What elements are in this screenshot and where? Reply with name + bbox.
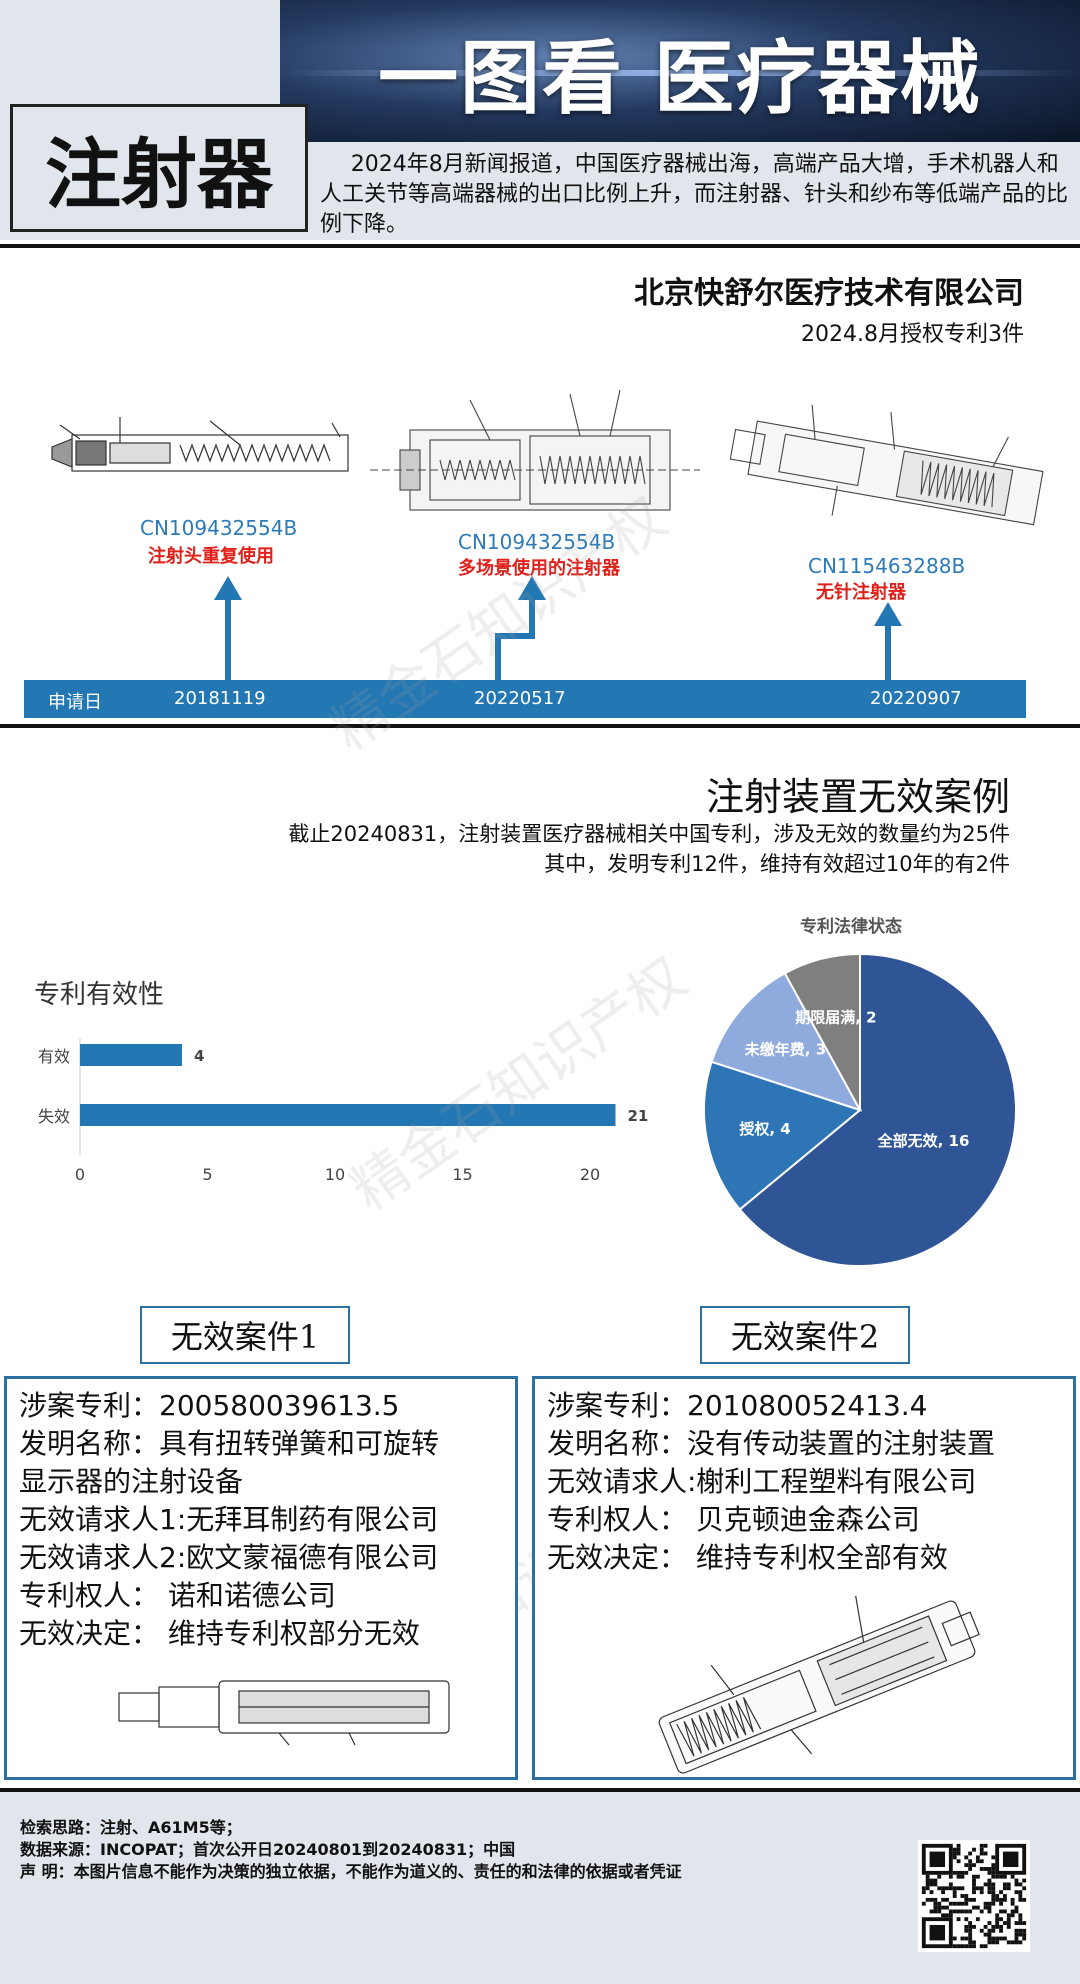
case-1-box: 涉案专利：200580039613.5 发明名称：具有扭转弹簧和可旋转 显示器的…	[4, 1376, 518, 1780]
timeline-date-1: 20181119	[174, 688, 266, 709]
case-2-label: 无效案件2	[700, 1306, 910, 1364]
patent-title-1: 注射头重复使用	[148, 546, 274, 567]
bar-value-label: 21	[628, 1107, 649, 1125]
x-tick-label: 5	[202, 1165, 212, 1184]
patent-title-3: 无针注射器	[816, 582, 906, 603]
company-name: 北京快舒尔医疗技术有限公司	[634, 276, 1024, 311]
invalidation-title: 注射装置无效案例	[705, 775, 1010, 819]
pie-slice	[710, 971, 863, 1112]
case-1-line: 无效请求人1:无拜耳制药有限公司	[19, 1503, 439, 1536]
bar-chart-title: 专利有效性	[34, 980, 165, 1010]
footer-data-source: 数据来源：INCOPAT；首次公开日20240801到20240831；中国	[20, 1840, 516, 1859]
timeline-bar	[24, 680, 1026, 718]
case-1-line: 专利权人： 诺和诺德公司	[19, 1579, 336, 1612]
bar-chart: 有效 4 失效 21 0 5 10 15 20	[38, 1038, 649, 1184]
pie-slice	[738, 952, 1017, 1267]
case-1-line: 无效请求人2:欧文蒙福德有限公司	[19, 1541, 439, 1574]
header-description: 2024年8月新闻报道，中国医疗器械出海，高端产品大增，手术机器人和人工关节等高…	[320, 152, 1069, 237]
case-2-drawing	[658, 1595, 980, 1774]
case-1-line: 发明名称：具有扭转弹簧和可旋转	[19, 1427, 440, 1460]
category-box: 注射器	[10, 104, 308, 232]
timeline-date-2: 20220517	[474, 688, 566, 709]
pie-slice-label: 全部无效, 16	[877, 1132, 970, 1150]
case-1-drawing	[118, 1680, 450, 1746]
pie-slice	[703, 1060, 863, 1211]
divider	[0, 244, 1080, 248]
patent-drawing-2	[370, 389, 700, 511]
x-tick-label: 15	[452, 1165, 472, 1184]
invalidation-summary-1: 截止20240831，注射装置医疗器械相关中国专利，涉及无效的数量约为25件	[288, 822, 1010, 846]
patent-number-3: CN115463288B	[808, 554, 966, 578]
x-tick-label: 20	[580, 1165, 600, 1184]
banner-title: 一图看 医疗器械	[378, 32, 982, 125]
x-tick-label: 0	[75, 1165, 85, 1184]
patent-drawing-3	[729, 405, 1044, 526]
divider	[0, 1788, 1080, 1792]
invalidation-summary-2: 其中，发明专利12件，维持有效超过10年的有2件	[544, 852, 1010, 876]
bar-category-label: 失效	[38, 1107, 70, 1126]
case-2-box: 涉案专利：201080052413.4 发明名称：没有传动装置的注射装置 无效请…	[532, 1376, 1076, 1780]
patent-drawing-1	[51, 417, 349, 472]
pie-slice-label: 未缴年费, 3	[744, 1040, 826, 1058]
case-2-line: 专利权人： 贝克顿迪金森公司	[547, 1503, 920, 1536]
timeline-arrows	[214, 576, 902, 680]
pie-chart: 全部无效, 16 授权, 4 未缴年费, 3 期限届满, 2	[703, 952, 1017, 1267]
qr-code-icon[interactable]	[918, 1840, 1030, 1952]
header-banner-image	[280, 0, 1080, 142]
divider	[0, 724, 1080, 728]
case-1-line: 涉案专利：200580039613.5	[19, 1389, 400, 1422]
patent-number-1: CN109432554B	[140, 516, 298, 540]
footer-disclaimer: 声 明：本图片信息不能作为决策的独立依据，不能作为道义的、责任的和法律的依据或者…	[20, 1862, 682, 1881]
pie-slice-label: 授权, 4	[739, 1120, 790, 1138]
bar	[80, 1044, 182, 1066]
timeline-label: 申请日	[48, 692, 102, 713]
case-1-label: 无效案件1	[140, 1306, 350, 1364]
category-title: 注射器	[45, 130, 273, 219]
case-2-line: 无效决定： 维持专利权全部有效	[547, 1541, 948, 1574]
timeline-date-3: 20220907	[870, 688, 962, 709]
pie-slice-label: 期限届满, 2	[795, 1008, 876, 1026]
case-2-line: 发明名称：没有传动装置的注射装置	[547, 1427, 996, 1460]
bar-value-label: 4	[194, 1047, 204, 1065]
case-2-line: 无效请求人:榭利工程塑料有限公司	[547, 1465, 977, 1498]
case-1-line: 无效决定： 维持专利权部分无效	[19, 1617, 420, 1650]
pie-chart-title: 专利法律状态	[800, 917, 902, 937]
case-1-line: 显示器的注射设备	[19, 1465, 244, 1498]
case-2-line: 涉案专利：201080052413.4	[547, 1389, 928, 1422]
patent-title-2: 多场景使用的注射器	[458, 558, 620, 579]
pie-slice	[783, 952, 861, 1111]
footer-search-method: 检索思路：注射、A61M5等；	[20, 1818, 242, 1837]
x-tick-label: 10	[325, 1165, 345, 1184]
patent-number-2: CN109432554B	[458, 530, 616, 554]
bar-category-label: 有效	[38, 1047, 70, 1066]
footer-background	[0, 1792, 1080, 1984]
bar	[80, 1104, 616, 1126]
patent-count-subtitle: 2024.8月授权专利3件	[801, 322, 1024, 347]
